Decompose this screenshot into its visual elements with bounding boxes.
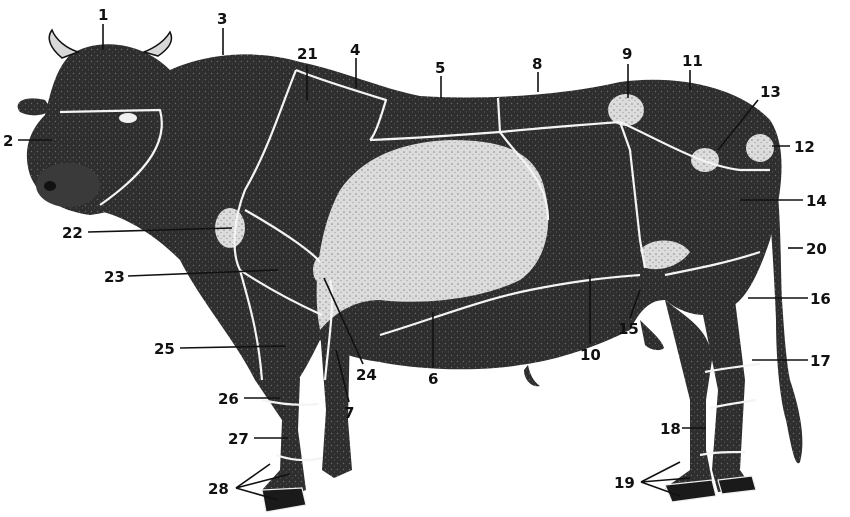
- label-5: 5: [435, 59, 445, 77]
- region-12-highlight: [746, 134, 774, 162]
- label-24: 24: [356, 366, 377, 384]
- label-13: 13: [760, 83, 781, 101]
- label-19: 19: [614, 474, 635, 492]
- label-23: 23: [104, 268, 125, 286]
- label-22: 22: [62, 224, 83, 242]
- label-2: 2: [3, 132, 13, 150]
- label-27: 27: [228, 430, 249, 448]
- label-14: 14: [806, 192, 827, 210]
- label-18: 18: [660, 420, 681, 438]
- label-26: 26: [218, 390, 239, 408]
- label-25: 25: [154, 340, 175, 358]
- region-24-highlight: [313, 256, 331, 284]
- label-6: 6: [428, 370, 438, 388]
- label-4: 4: [350, 41, 360, 59]
- label-28: 28: [208, 480, 229, 498]
- label-21: 21: [297, 45, 318, 63]
- label-8: 8: [532, 55, 542, 73]
- label-10: 10: [580, 346, 601, 364]
- label-11: 11: [682, 52, 703, 70]
- label-15: 15: [618, 320, 639, 338]
- label-9: 9: [622, 45, 632, 63]
- label-3: 3: [217, 10, 227, 28]
- region-13-highlight: [691, 148, 719, 172]
- label-16: 16: [810, 290, 831, 308]
- label-1: 1: [98, 6, 108, 24]
- label-20: 20: [806, 240, 827, 258]
- label-7: 7: [344, 404, 354, 422]
- label-12: 12: [794, 138, 815, 156]
- label-17: 17: [810, 352, 831, 370]
- region-9-highlight: [608, 94, 644, 126]
